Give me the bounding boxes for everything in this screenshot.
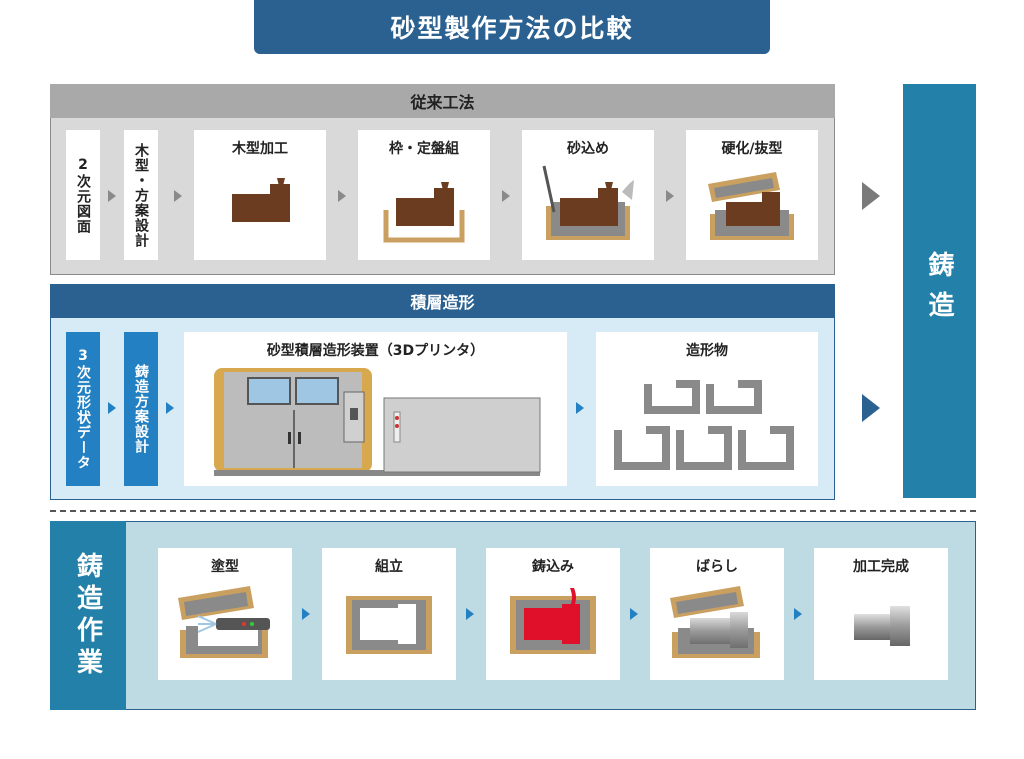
box-pattern-design: 木型・方案設計: [124, 130, 158, 260]
arrow-right-icon: [466, 608, 474, 620]
section-divider: [50, 510, 976, 512]
sand-filling-icon: [542, 165, 634, 240]
finished-part-icon: [854, 606, 910, 646]
arrow-right-icon: [302, 608, 310, 620]
step-label: 硬化/抜型: [721, 141, 783, 157]
conventional-header: 従来工法: [50, 84, 835, 118]
wood-pattern-icon: [232, 178, 290, 222]
hardening-icon: [708, 172, 794, 240]
arrow-right-icon: [108, 190, 116, 202]
step-label: 砂込め: [567, 141, 609, 157]
arrow-right-icon: [862, 394, 880, 422]
step-label: 造形物: [686, 343, 728, 359]
casting-column: 鋳造: [903, 84, 976, 498]
casting-work-label: 鋳造作業: [50, 521, 126, 710]
build-output-icon: [614, 380, 794, 470]
box-casting-design: 鋳造方案設計: [124, 332, 158, 486]
step-wood-pattern: 木型加工: [194, 130, 326, 260]
step-label: 鋳込み: [532, 559, 574, 575]
arrow-right-icon: [174, 190, 182, 202]
coating-icon: [178, 586, 270, 658]
additive-header: 積層造形: [50, 284, 835, 318]
step-label: 枠・定盤組: [389, 141, 459, 157]
step-sand-filling: 砂込め: [522, 130, 654, 260]
box-2d-drawing: 2次元図面: [66, 130, 100, 260]
step-assembly: 組立: [322, 548, 456, 680]
step-label: ばらし: [696, 559, 738, 575]
arrow-right-icon: [502, 190, 510, 202]
step-3d-printer: 砂型積層造形装置（3Dプリンタ）: [184, 332, 567, 486]
arrow-right-icon: [630, 608, 638, 620]
arrow-right-icon: [338, 190, 346, 202]
step-label: 加工完成: [853, 559, 909, 575]
3d-printer-icon: [214, 368, 541, 476]
arrow-right-icon: [862, 182, 880, 210]
step-label: 木型加工: [232, 141, 288, 157]
step-label: 組立: [375, 559, 403, 575]
pouring-icon: [510, 588, 596, 654]
step-hardening: 硬化/抜型: [686, 130, 818, 260]
step-build-output: 造形物: [596, 332, 818, 486]
step-frame-assembly: 枠・定盤組: [358, 130, 490, 260]
step-shakeout: ばらし: [650, 548, 784, 680]
arrow-right-icon: [108, 402, 116, 414]
box-3d-data: 3次元形状データ: [66, 332, 100, 486]
arrow-right-icon: [576, 402, 584, 414]
arrow-right-icon: [666, 190, 674, 202]
step-finished: 加工完成: [814, 548, 948, 680]
step-label: 砂型積層造形装置（3Dプリンタ）: [266, 343, 485, 359]
step-pouring: 鋳込み: [486, 548, 620, 680]
page-title: 砂型製作方法の比較: [254, 0, 770, 54]
frame-plate-icon: [383, 182, 465, 243]
assembly-icon: [346, 596, 432, 654]
arrow-right-icon: [794, 608, 802, 620]
step-label: 塗型: [211, 559, 239, 575]
shakeout-icon: [670, 586, 760, 658]
arrow-right-icon: [166, 402, 174, 414]
step-coating: 塗型: [158, 548, 292, 680]
